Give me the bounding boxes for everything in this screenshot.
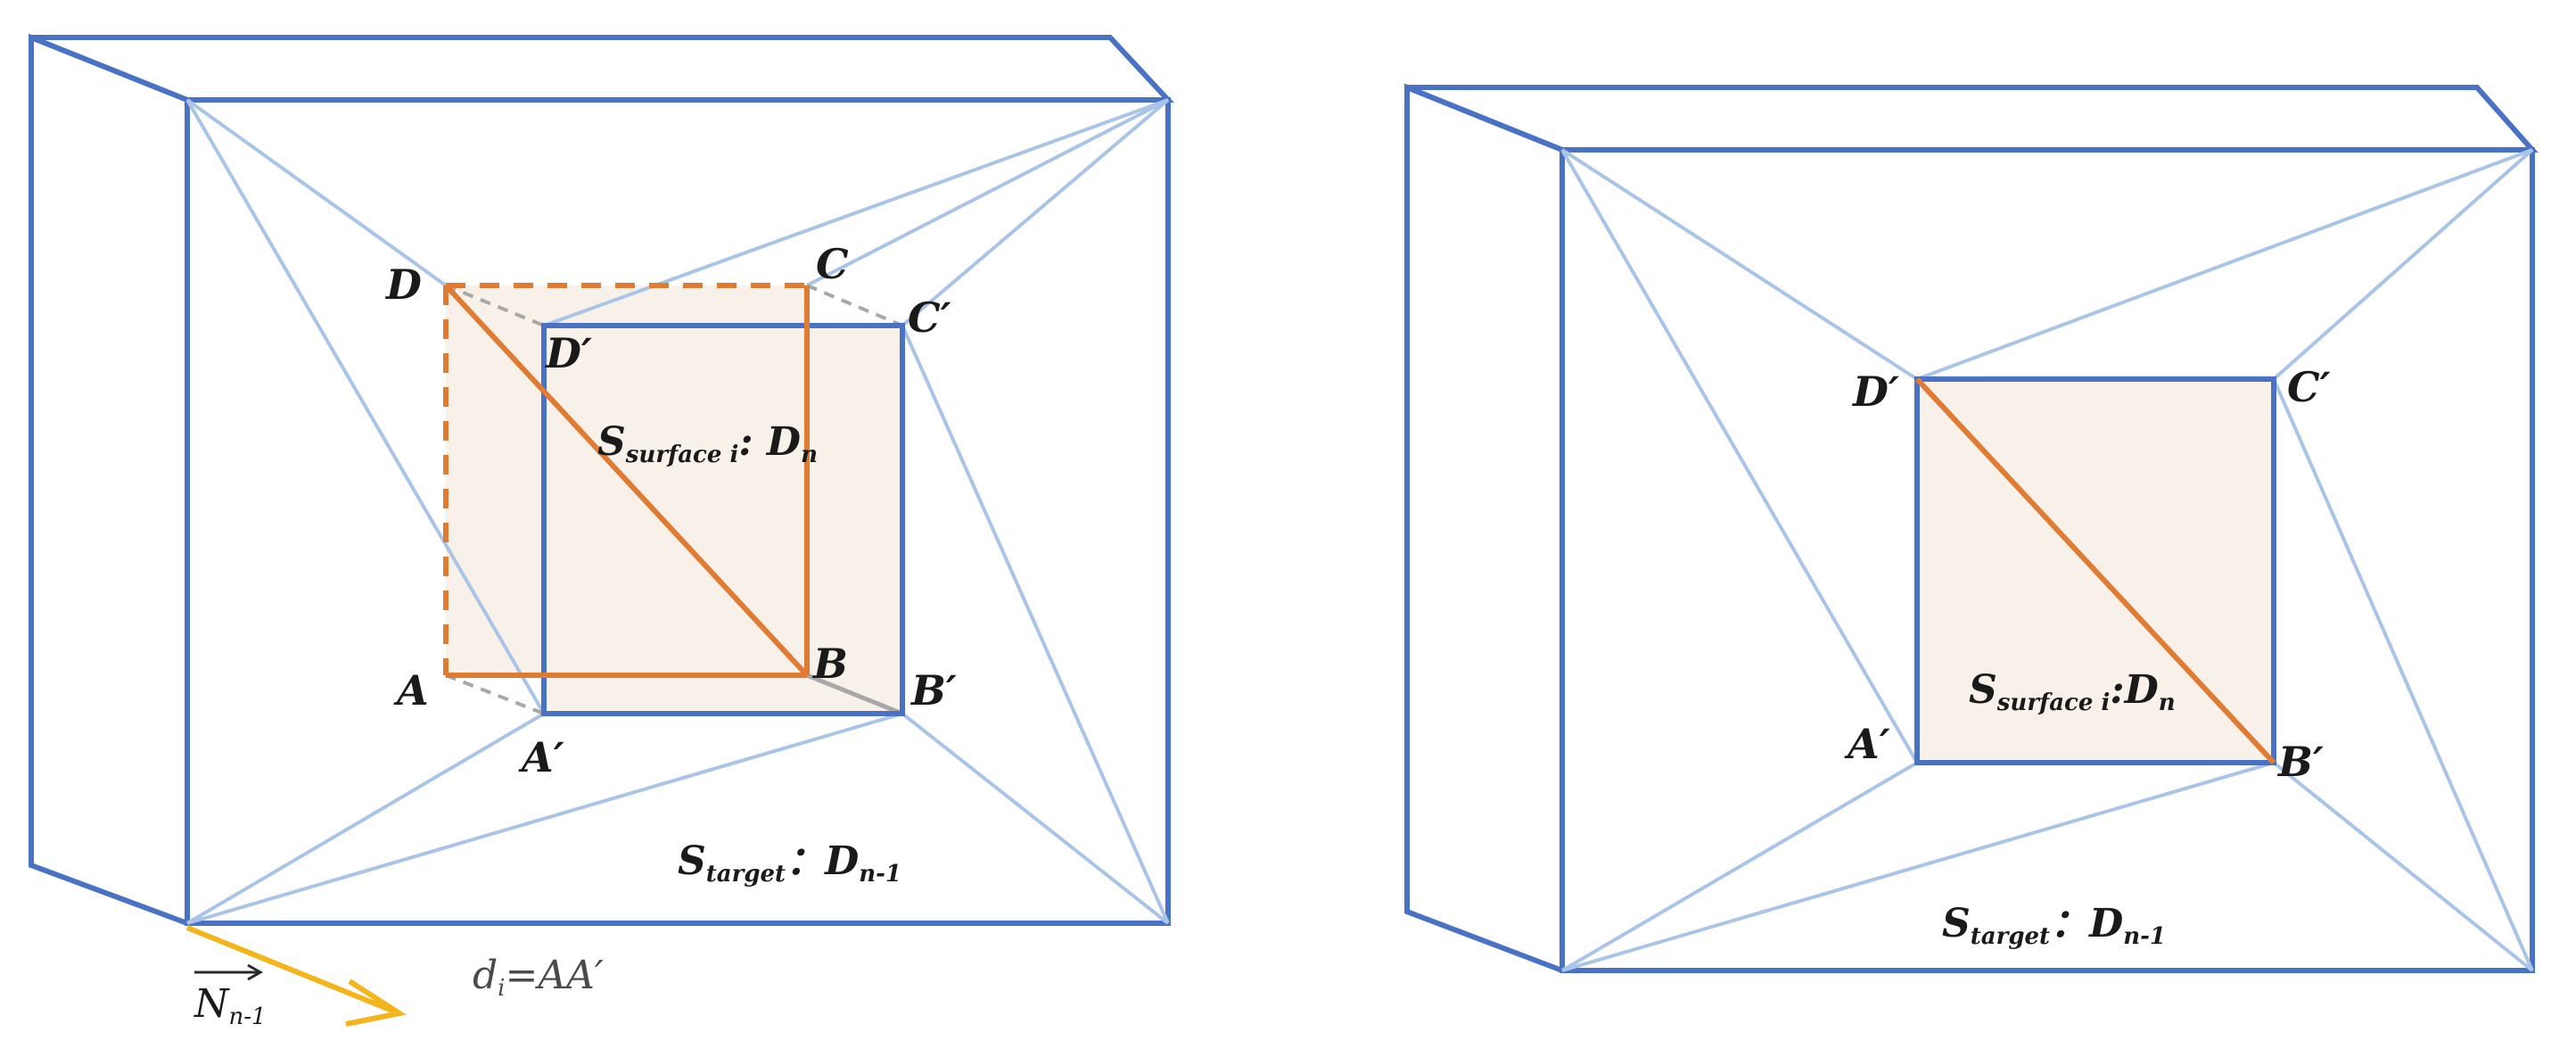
left-triangulation xyxy=(185,98,1170,925)
left-projection-connectors xyxy=(445,284,903,716)
left-target-label: Starget：Dn-1 xyxy=(678,838,901,888)
right-label-a-prime: A′ xyxy=(1844,720,1890,768)
right-figure: D′ C′ A′ B′ Ssurface i:Dn Starget：Dn-1 xyxy=(1404,83,2539,973)
left-projected-square xyxy=(541,323,905,716)
right-diagonal xyxy=(1914,376,2276,765)
normal-label: Nn-1 xyxy=(193,963,267,1030)
right-surface-label: Ssurface i:Dn xyxy=(1969,667,2176,716)
left-projected-surface-fill xyxy=(544,326,902,714)
left-box-side-face xyxy=(29,33,189,926)
normal-arrow xyxy=(185,925,407,1027)
left-label-d-prime: D′ xyxy=(544,329,592,377)
left-label-c: C xyxy=(816,240,849,288)
left-figure: D C C′ D′ A B B′ A′ Ssurface i: Dn Starg… xyxy=(29,33,1174,1030)
left-label-d: D xyxy=(384,260,422,309)
distance-label: di=AA′ xyxy=(473,953,604,1002)
left-box-back-face xyxy=(29,35,1174,103)
right-label-c-prime: C′ xyxy=(2287,363,2331,411)
left-label-a: A xyxy=(393,666,429,714)
right-label-d-prime: D′ xyxy=(1851,368,1899,416)
right-box-back-face xyxy=(1405,85,2539,153)
left-label-b-prime: B′ xyxy=(909,666,957,714)
svg-text:Nn-1: Nn-1 xyxy=(193,981,267,1030)
left-label-c-prime: C′ xyxy=(908,293,951,342)
right-triangulation xyxy=(1560,148,2534,972)
left-diagonal-db xyxy=(443,283,810,678)
right-label-b-prime: B′ xyxy=(2276,738,2324,786)
right-target-label: Starget：Dn-1 xyxy=(1942,901,2166,950)
right-box-side-face xyxy=(1404,83,1564,973)
left-label-a-prime: A′ xyxy=(518,733,564,781)
left-label-b: B xyxy=(811,640,848,688)
left-surface-label: Ssurface i: Dn xyxy=(597,419,818,468)
